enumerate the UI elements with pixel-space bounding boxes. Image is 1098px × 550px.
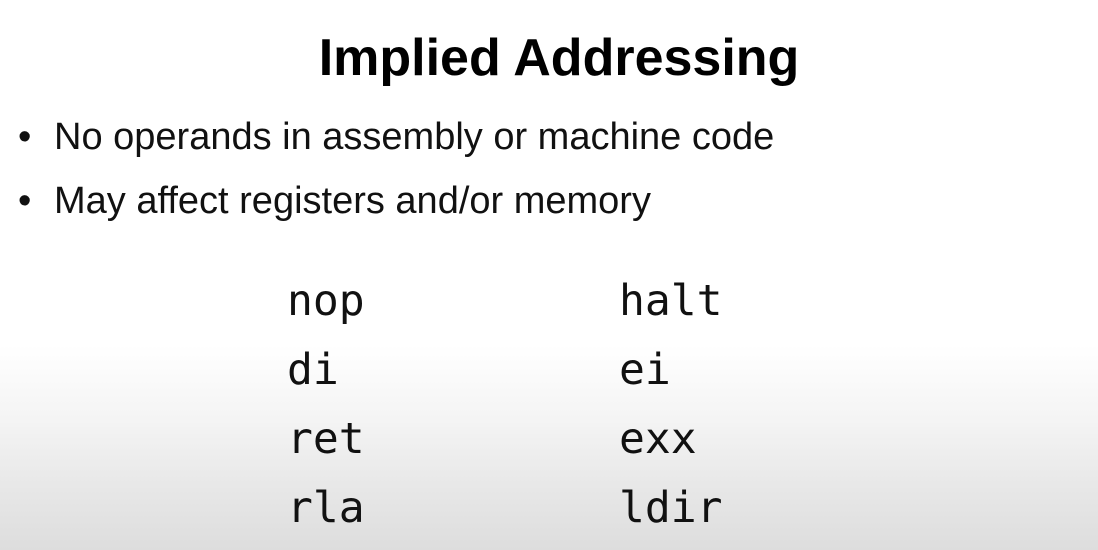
- bullet-dot-icon: •: [18, 116, 32, 158]
- slide-title: Implied Addressing: [318, 29, 800, 87]
- instruction-mnemonic: halt: [619, 276, 723, 326]
- instruction-mnemonic: exx: [619, 414, 697, 464]
- instruction-mnemonic: ei: [619, 345, 671, 395]
- bullet-item: • No operands in assembly or machine cod…: [18, 112, 774, 176]
- instruction-mnemonic: ldir: [619, 483, 723, 533]
- bullet-list: • No operands in assembly or machine cod…: [18, 112, 774, 240]
- instruction-mnemonic: ret: [287, 414, 365, 464]
- bullet-text: No operands in assembly or machine code: [54, 116, 775, 158]
- instruction-mnemonic: rla: [287, 483, 365, 533]
- bullet-dot-icon: •: [18, 180, 32, 222]
- bullet-item: • May affect registers and/or memory: [18, 176, 774, 240]
- instruction-mnemonic: nop: [287, 276, 365, 326]
- instruction-mnemonic: di: [287, 345, 339, 395]
- bullet-text: May affect registers and/or memory: [54, 180, 651, 222]
